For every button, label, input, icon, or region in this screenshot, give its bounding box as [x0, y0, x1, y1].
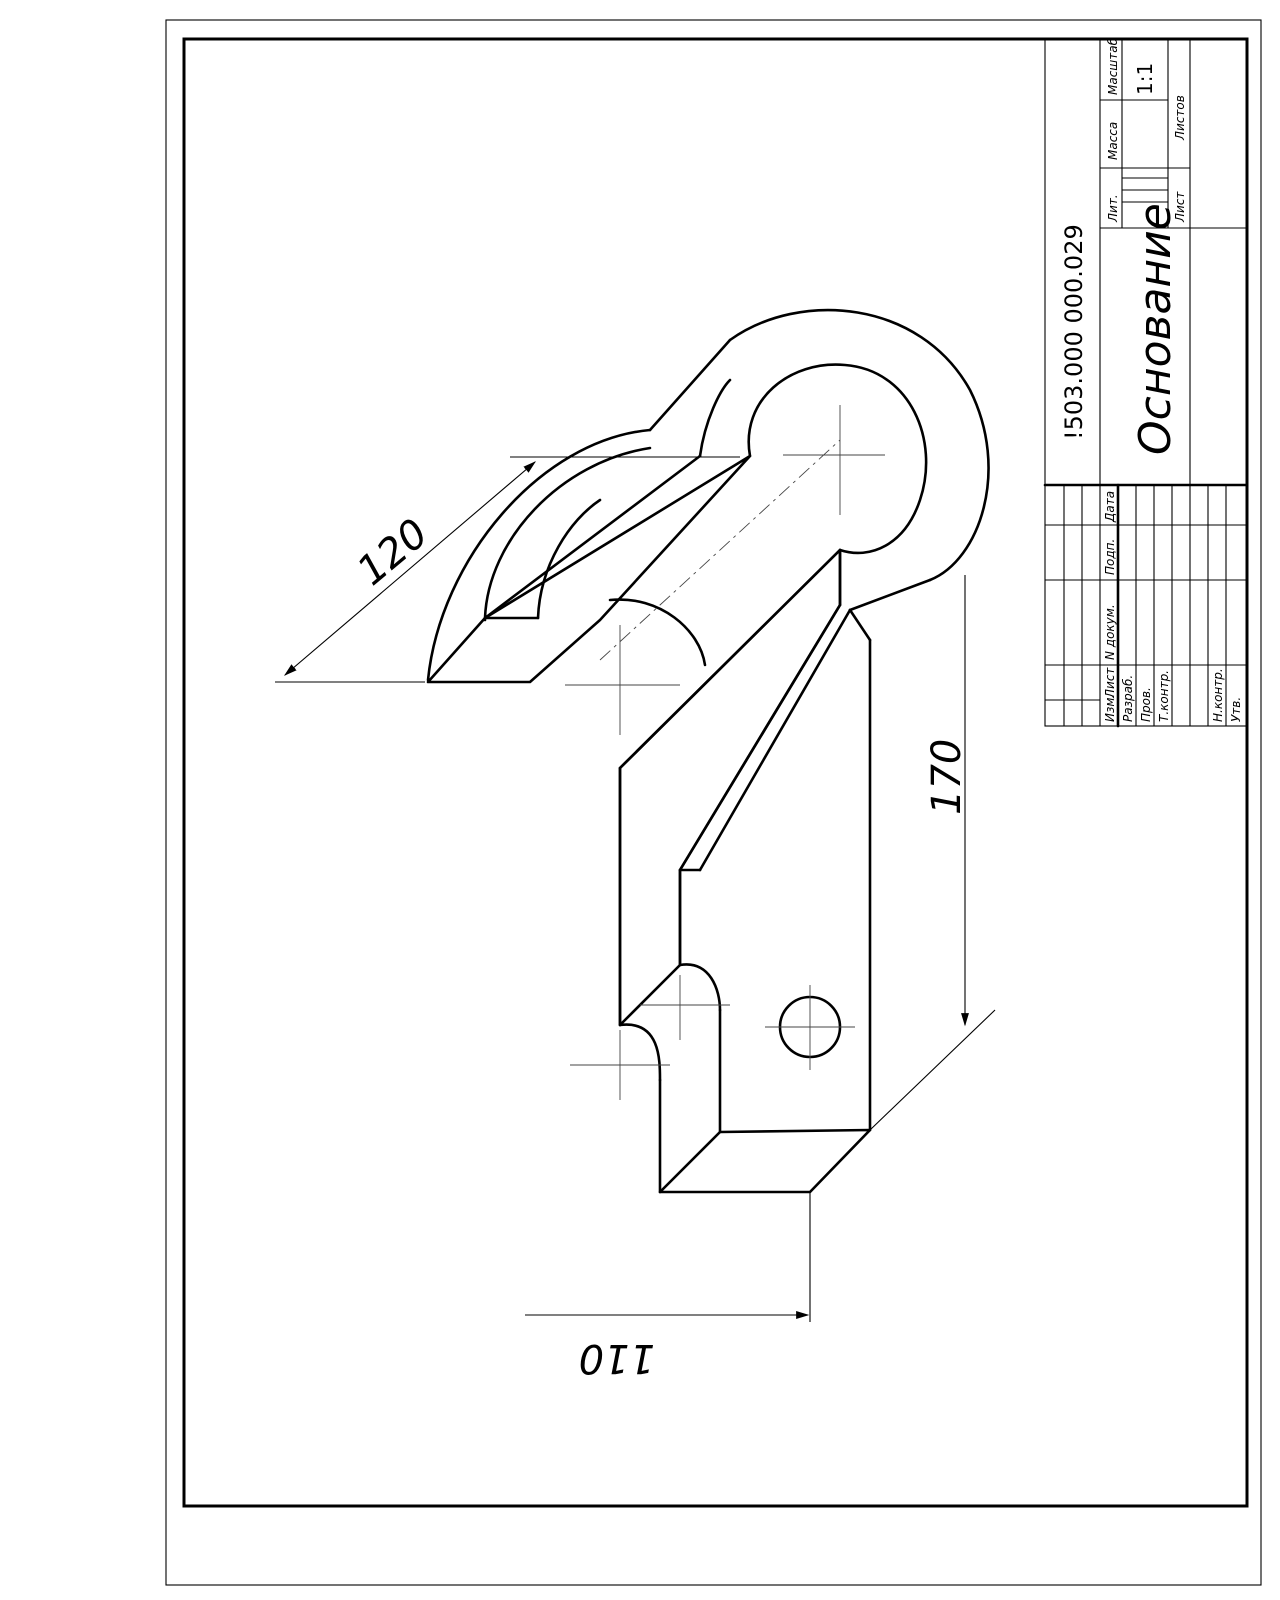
- drawing-frame: [182, 37, 1249, 1508]
- section-lower-face: [618, 548, 842, 1027]
- part-name: Основание: [1130, 203, 1181, 455]
- label-lit: Лит.: [1106, 194, 1120, 223]
- arm-top-edge: [648, 338, 732, 432]
- eye-side-arc: [698, 378, 732, 458]
- axis-centerline: [599, 439, 841, 661]
- col-list: Лист: [1103, 667, 1117, 699]
- dimension-120: 120: [275, 456, 740, 683]
- col-izm: Изм.: [1103, 694, 1117, 722]
- label-mass: Масса: [1106, 122, 1120, 160]
- dim-120-label: 120: [349, 510, 437, 594]
- ring-outer-arc: [426, 428, 652, 682]
- role-tech-control: Т.контр.: [1157, 670, 1171, 722]
- title-block: !503.000 000.029 Основание Лит. Масса Ма…: [1043, 37, 1249, 728]
- role-norm-control: Н.контр.: [1211, 668, 1225, 722]
- label-scale: Масштаб: [1106, 37, 1120, 95]
- role-developer: Разраб.: [1121, 675, 1135, 722]
- dimension-170: 170: [869, 575, 996, 1131]
- lower-notch-arc: [618, 1023, 662, 1082]
- center-lines: [565, 405, 885, 1100]
- col-sign: Подп.: [1103, 539, 1117, 575]
- eye-outer-arc: [728, 308, 990, 582]
- scale-value: 1:1: [1133, 63, 1157, 95]
- label-sheets: Листов: [1173, 95, 1187, 141]
- base-top-face: [658, 1128, 872, 1194]
- role-checker: Пров.: [1139, 687, 1153, 722]
- chamfer-edge: [698, 608, 852, 872]
- col-doc: N докум.: [1103, 604, 1117, 660]
- role-approved: Утв.: [1229, 697, 1243, 722]
- eye-hole: [747, 363, 928, 555]
- designation: !503.000 000.029: [1060, 224, 1088, 440]
- ring-inner-arc-2: [536, 498, 602, 620]
- upper-notch-arc: [678, 963, 722, 1012]
- dim-110-label: 110: [579, 1335, 655, 1381]
- dim-170-label: 170: [924, 739, 970, 815]
- section-upper-face: [426, 454, 752, 684]
- sheet-border: [165, 19, 1262, 1586]
- col-date: Дата: [1103, 491, 1117, 523]
- label-sheet: Лист: [1173, 191, 1187, 223]
- mid-cylinder-arc: [608, 598, 707, 667]
- arm-section-edge: [483, 454, 702, 620]
- dimension-110: 110: [525, 1192, 811, 1381]
- part-isometric-view: [426, 308, 990, 1194]
